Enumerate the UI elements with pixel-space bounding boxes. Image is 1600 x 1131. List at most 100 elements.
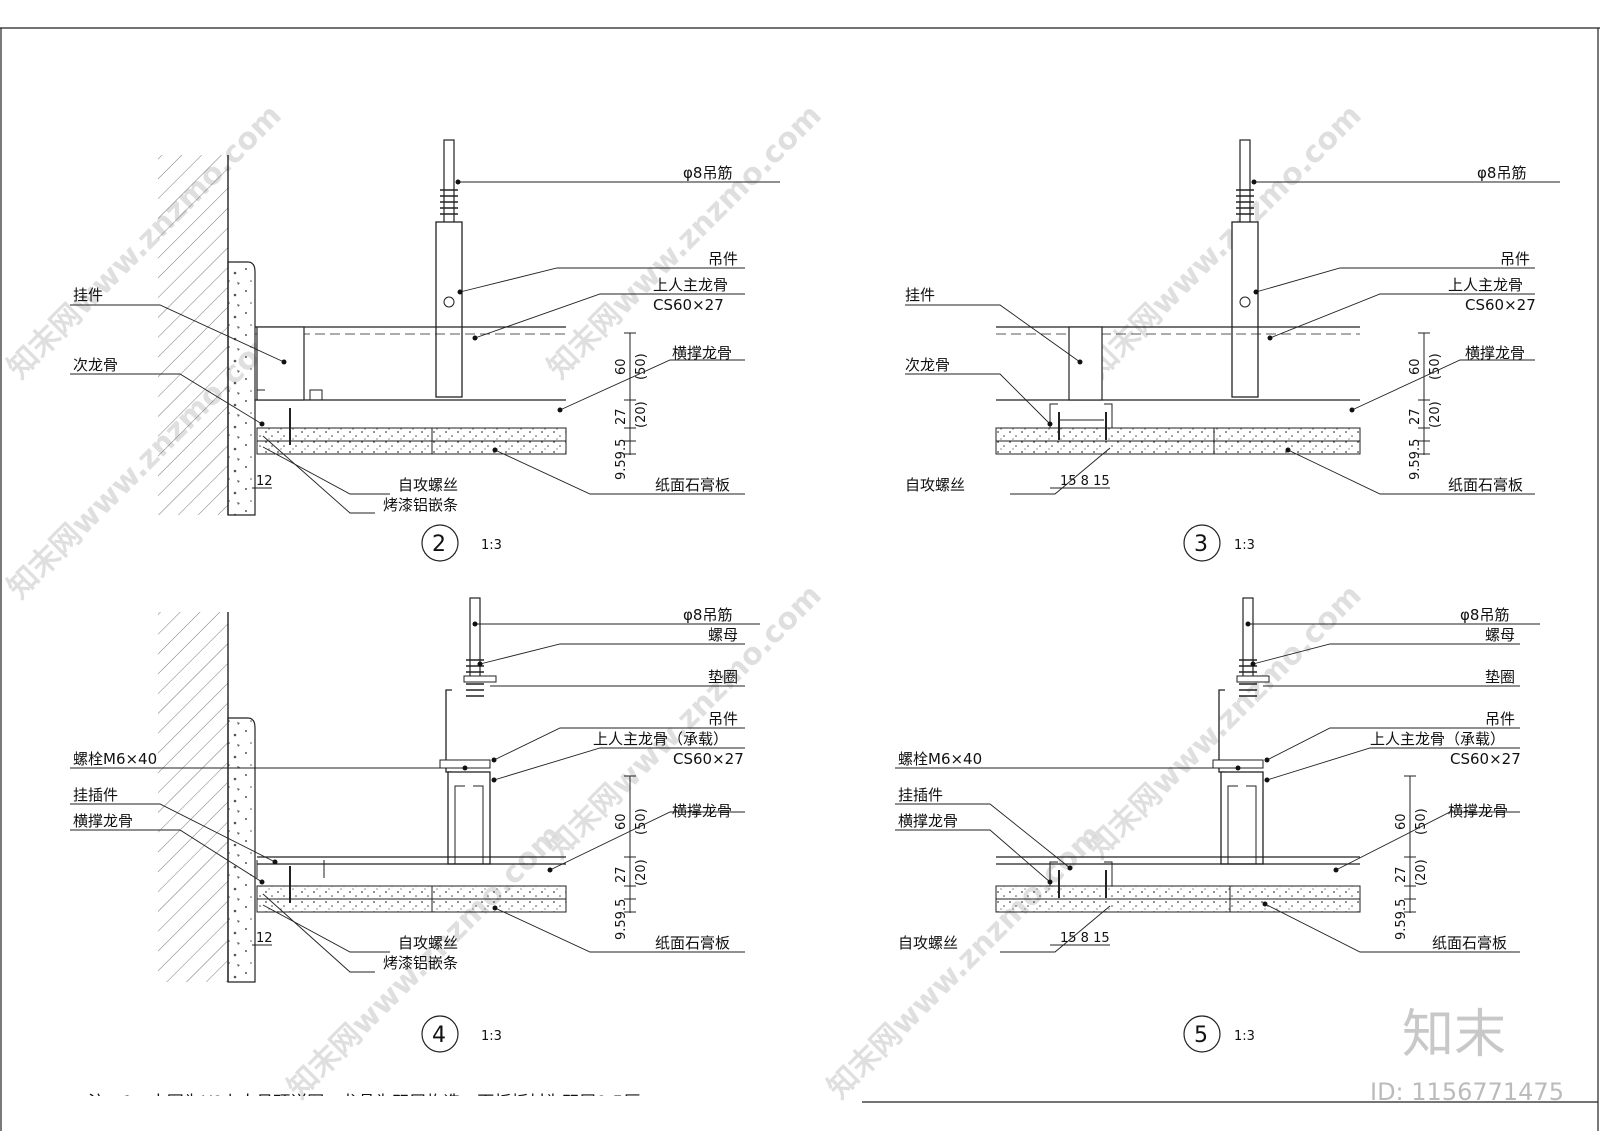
label-main-keel: 上人主龙骨（承载）	[1370, 730, 1505, 748]
label-hanger: 吊件	[708, 250, 738, 268]
gypsum-board-1	[995, 885, 1361, 900]
label-main-keel: 上人主龙骨（承载）	[593, 730, 728, 748]
main-keel-c-section	[447, 771, 491, 865]
dim-ticks	[624, 332, 636, 455]
gypsum-board-1	[995, 427, 1361, 442]
watermark-text: 知末网www.znzmo.com	[821, 818, 1109, 1106]
note-text: 注：1．本图为U?上人吊顶详图，龙骨为双层构造，面板板材为双层9.5厚	[88, 1093, 640, 1113]
wall-hatch	[158, 155, 228, 515]
watermark-text: 知末网www.znzmo.com	[1081, 98, 1369, 386]
label-suspender-rod: φ8吊筋	[1460, 606, 1509, 624]
detail-scale: 1:3	[1234, 1029, 1255, 1044]
label-gypsum: 纸面石膏板	[655, 476, 730, 494]
detail-number: 3	[1194, 532, 1208, 557]
bolt-circle	[443, 296, 455, 308]
dim-text: (20)	[1428, 401, 1443, 428]
label-bolt: 螺栓M6×40	[73, 750, 157, 768]
detail-number: 2	[432, 532, 446, 557]
dim-text: 27	[1394, 866, 1409, 883]
rod-thread	[466, 659, 484, 697]
secondary-keel	[1049, 861, 1113, 886]
label-spec: CS60×27	[1465, 296, 1536, 314]
dim-text: 9.59.5	[1408, 439, 1423, 480]
detail-number-circle	[1183, 1015, 1221, 1053]
dim-text: 9.59.5	[1394, 899, 1409, 940]
leaders	[905, 181, 1560, 495]
label-screw: 自攻螺丝	[398, 476, 458, 494]
rod-thread	[1236, 189, 1254, 215]
dim-text: (50)	[1414, 808, 1429, 835]
dim-text: 60	[1394, 813, 1409, 830]
label-gypsum: 纸面石膏板	[1432, 934, 1507, 952]
detail-number-circle	[1183, 524, 1221, 562]
leaders	[70, 623, 760, 973]
label-cross-keel: 横撑龙骨	[672, 344, 732, 362]
label-cross-keel-left: 横撑龙骨	[898, 812, 958, 830]
id-text: ID: 1156771475	[1370, 1078, 1564, 1106]
label-hanger: 吊件	[1500, 250, 1530, 268]
label-washer: 垫圈	[1485, 668, 1515, 686]
label-bolt: 螺栓M6×40	[898, 750, 982, 768]
detail-scale: 1:3	[481, 538, 502, 553]
label-nut: 螺母	[708, 626, 738, 644]
detail-number: 4	[432, 1023, 446, 1048]
dim-text: 12	[256, 474, 273, 489]
dim-text: 27	[614, 408, 629, 425]
secondary-keel	[1049, 403, 1113, 428]
dim-text: 60	[614, 813, 629, 830]
label-spec: CS60×27	[653, 296, 724, 314]
detail-number-circle	[421, 524, 459, 562]
label-secondary-keel: 次龙骨	[905, 356, 950, 374]
hanger-rod	[443, 139, 455, 226]
rod-thread	[1239, 659, 1257, 697]
label-suspender-rod: φ8吊筋	[1477, 164, 1526, 182]
label-hanger: 吊件	[1485, 710, 1515, 728]
bolt-circle	[1239, 296, 1251, 308]
label-clip: 挂件	[73, 286, 103, 304]
leader-dots	[259, 621, 553, 911]
label-clip: 挂件	[905, 286, 935, 304]
wall-hatch	[158, 612, 228, 982]
leaders	[70, 181, 780, 514]
detail-5: 60 (50) 27 (20) 9.59.5 15 8 15 φ8吊筋 螺母 垫…	[895, 597, 1540, 1053]
dim-text: 60	[614, 358, 629, 375]
hanging-clip	[256, 326, 305, 401]
gypsum-board-2	[256, 898, 567, 913]
dim-text: (20)	[634, 859, 649, 886]
label-cross-keel: 横撑龙骨	[1448, 802, 1508, 820]
secondary-keel	[256, 860, 325, 878]
note: 注：1．本图为U?上人吊顶详图，龙骨为双层构造，面板板材为双层9.5厚	[88, 1093, 640, 1113]
dim-ticks	[624, 775, 636, 913]
label-cross-keel-left: 横撑龙骨	[73, 812, 133, 830]
detail-number-circle	[421, 1015, 459, 1053]
leader-dots	[1047, 179, 1355, 453]
secondary-keel	[256, 389, 323, 400]
label-main-keel: 上人主龙骨	[1448, 276, 1523, 294]
leaders	[895, 623, 1540, 953]
dim-text: 15 8 15	[1060, 931, 1110, 946]
c-section-lips	[1227, 785, 1257, 864]
main-keel-c-section	[1220, 771, 1264, 865]
brand-logo: 知末	[1402, 1005, 1506, 1065]
gypsum-board-2	[256, 440, 567, 455]
dim-ticks	[1404, 775, 1416, 913]
detail-scale: 1:3	[1234, 538, 1255, 553]
hanger-piece	[1231, 221, 1259, 398]
label-trim: 烤漆铝嵌条	[383, 954, 458, 972]
label-spec: CS60×27	[1450, 750, 1521, 768]
dim-text: 12	[256, 931, 273, 946]
label-hanger: 吊件	[708, 710, 738, 728]
gypsum-board-1	[256, 885, 567, 900]
label-spec: CS60×27	[673, 750, 744, 768]
dim-text: 9.59.5	[614, 439, 629, 480]
detail-number: 5	[1194, 1023, 1208, 1048]
label-suspender-rod: φ8吊筋	[683, 606, 732, 624]
c-section-lips	[454, 785, 484, 864]
label-main-keel: 上人主龙骨	[653, 276, 728, 294]
dim-text: (50)	[634, 353, 649, 380]
label-cross-keel: 横撑龙骨	[1465, 344, 1525, 362]
rod-thread	[440, 189, 458, 215]
label-cross-keel: 横撑龙骨	[672, 802, 732, 820]
label-screw: 自攻螺丝	[398, 934, 458, 952]
